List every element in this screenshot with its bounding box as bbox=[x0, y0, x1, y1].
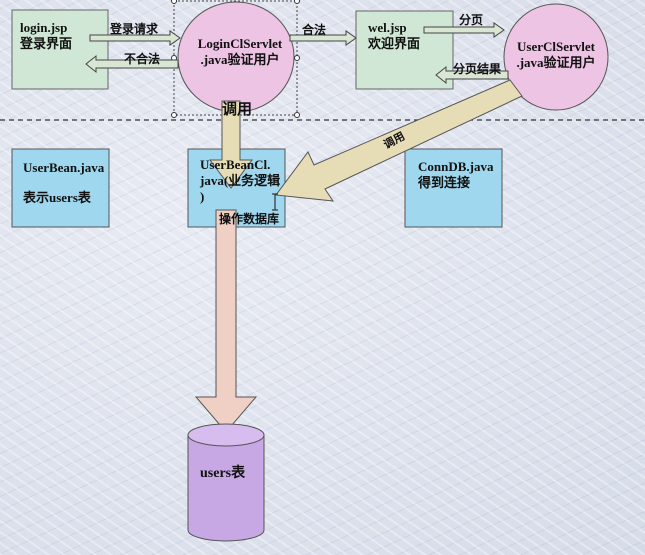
user-servlet-label: UserClServlet .java验证用户 bbox=[507, 39, 605, 71]
users-table-cylinder[interactable] bbox=[187, 423, 265, 542]
paging-label: 分页 bbox=[459, 13, 484, 27]
conndb-name: ConnDB.java bbox=[418, 159, 494, 174]
userbean-box[interactable] bbox=[11, 148, 110, 228]
paging-result-arrow[interactable] bbox=[435, 65, 509, 85]
text-cursor-icon bbox=[272, 193, 278, 211]
call-arrow-vertical[interactable] bbox=[209, 100, 253, 189]
paging-arrow[interactable] bbox=[423, 22, 505, 38]
conndb-desc: 得到连接 bbox=[418, 175, 471, 190]
legal-arrow[interactable] bbox=[289, 30, 357, 46]
login-jsp-desc: 登录界面 bbox=[20, 36, 73, 51]
login-servlet-desc: .java验证用户 bbox=[200, 52, 280, 67]
login-request-label: 登录请求 bbox=[110, 22, 159, 36]
userbeancl-desc-end: ) bbox=[200, 189, 205, 204]
paging-result-label: 分页结果 bbox=[453, 62, 502, 76]
operate-db-arrow[interactable] bbox=[194, 209, 258, 433]
user-servlet-ellipse[interactable] bbox=[503, 3, 609, 111]
illegal-label: 不合法 bbox=[124, 52, 161, 66]
userbean-label: UserBean.java 表示users表 bbox=[23, 159, 104, 206]
wel-jsp-name: wel.jsp bbox=[368, 20, 407, 35]
login-jsp-label: login.jsp 登录界面 bbox=[20, 20, 72, 52]
illegal-arrow[interactable] bbox=[85, 54, 179, 74]
login-request-arrow[interactable] bbox=[89, 30, 181, 46]
login-servlet-name: LoginClServlet bbox=[197, 36, 283, 51]
userbean-name: UserBean.java bbox=[23, 160, 105, 175]
login-jsp-box[interactable] bbox=[11, 9, 109, 90]
userbeancl-label: UserBeanCl. java(业务逻辑 ) bbox=[200, 157, 280, 205]
users-table-label: users表 bbox=[200, 466, 246, 481]
userbeancl-name: UserBeanCl. bbox=[200, 157, 271, 172]
login-servlet-label: LoginClServlet .java验证用户 bbox=[190, 36, 290, 68]
userbean-desc: 表示users表 bbox=[23, 190, 91, 205]
login-jsp-name: login.jsp bbox=[20, 20, 68, 35]
wel-jsp-desc: 欢迎界面 bbox=[368, 36, 421, 51]
operate-db-label: 操作数据库 bbox=[219, 213, 279, 226]
user-servlet-name: UserClServlet bbox=[517, 39, 595, 54]
wel-jsp-label: wel.jsp 欢迎界面 bbox=[368, 20, 420, 52]
conndb-box[interactable] bbox=[404, 148, 503, 228]
call-arrow-diagonal[interactable] bbox=[275, 79, 523, 202]
userbeancl-desc: java(业务逻辑 bbox=[200, 173, 281, 188]
user-servlet-desc: .java验证用户 bbox=[516, 55, 596, 70]
call-label-vertical: 调用 bbox=[222, 102, 253, 118]
conndb-label: ConnDB.java 得到连接 bbox=[418, 159, 494, 191]
legal-label: 合法 bbox=[302, 23, 327, 37]
